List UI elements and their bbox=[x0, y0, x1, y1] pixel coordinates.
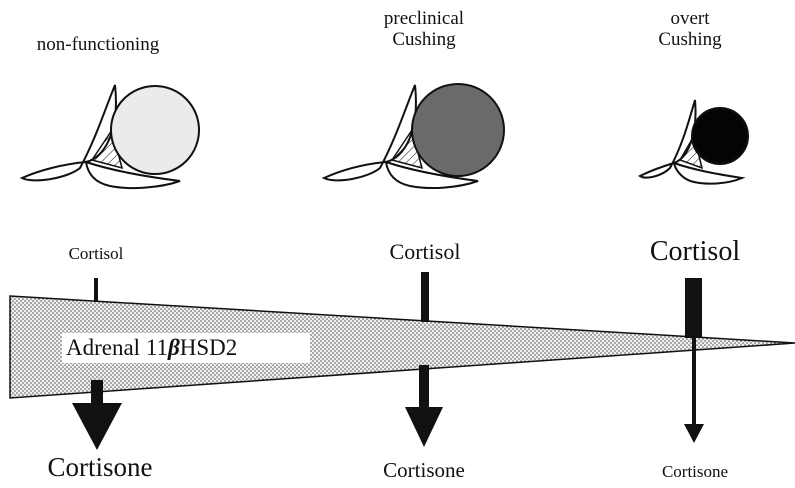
cortisone-label-preclinical-cushing: Cortisone bbox=[362, 459, 486, 483]
enzyme-label-symbol: β bbox=[168, 335, 180, 360]
cortisone-label-overt-cushing: Cortisone bbox=[640, 462, 750, 481]
label-preclinical-line2: Cushing bbox=[344, 29, 504, 50]
cortisol-label-preclinical-cushing: Cortisol bbox=[364, 240, 486, 265]
tumor-preclinical-cushing bbox=[412, 84, 504, 176]
cortisone-arrow-preclinical-cushing bbox=[405, 365, 443, 447]
adrenal-gland-overt-cushing bbox=[640, 100, 748, 184]
tumor-non-functioning bbox=[111, 86, 199, 174]
cortisol-arrow-overt-cushing bbox=[685, 278, 702, 338]
enzyme-label: Adrenal 11βHSD2 bbox=[62, 333, 310, 363]
label-overt-line1: overt bbox=[630, 8, 750, 29]
label-overt-line2: Cushing bbox=[630, 29, 750, 50]
cortisol-arrow-preclinical-cushing bbox=[421, 272, 429, 322]
label-non-functioning: non-functioning bbox=[6, 34, 190, 55]
adrenal-gland-non-functioning bbox=[22, 85, 199, 188]
label-preclinical-cushing: preclinical Cushing bbox=[344, 8, 504, 51]
adrenal-gland-preclinical-cushing bbox=[324, 84, 504, 188]
cortisol-label-overt-cushing: Cortisol bbox=[628, 236, 762, 267]
cortisol-arrow-non-functioning bbox=[94, 278, 98, 302]
cortisone-arrow-overt-cushing bbox=[684, 338, 704, 443]
cortisone-label-non-functioning: Cortisone bbox=[20, 452, 180, 482]
cortisol-label-non-functioning: Cortisol bbox=[46, 244, 146, 263]
label-preclinical-line1: preclinical bbox=[344, 8, 504, 29]
enzyme-label-suffix: HSD2 bbox=[180, 335, 238, 360]
label-overt-cushing: overt Cushing bbox=[630, 8, 750, 51]
enzyme-label-prefix: Adrenal 11 bbox=[66, 335, 168, 360]
tumor-overt-cushing bbox=[692, 108, 748, 164]
